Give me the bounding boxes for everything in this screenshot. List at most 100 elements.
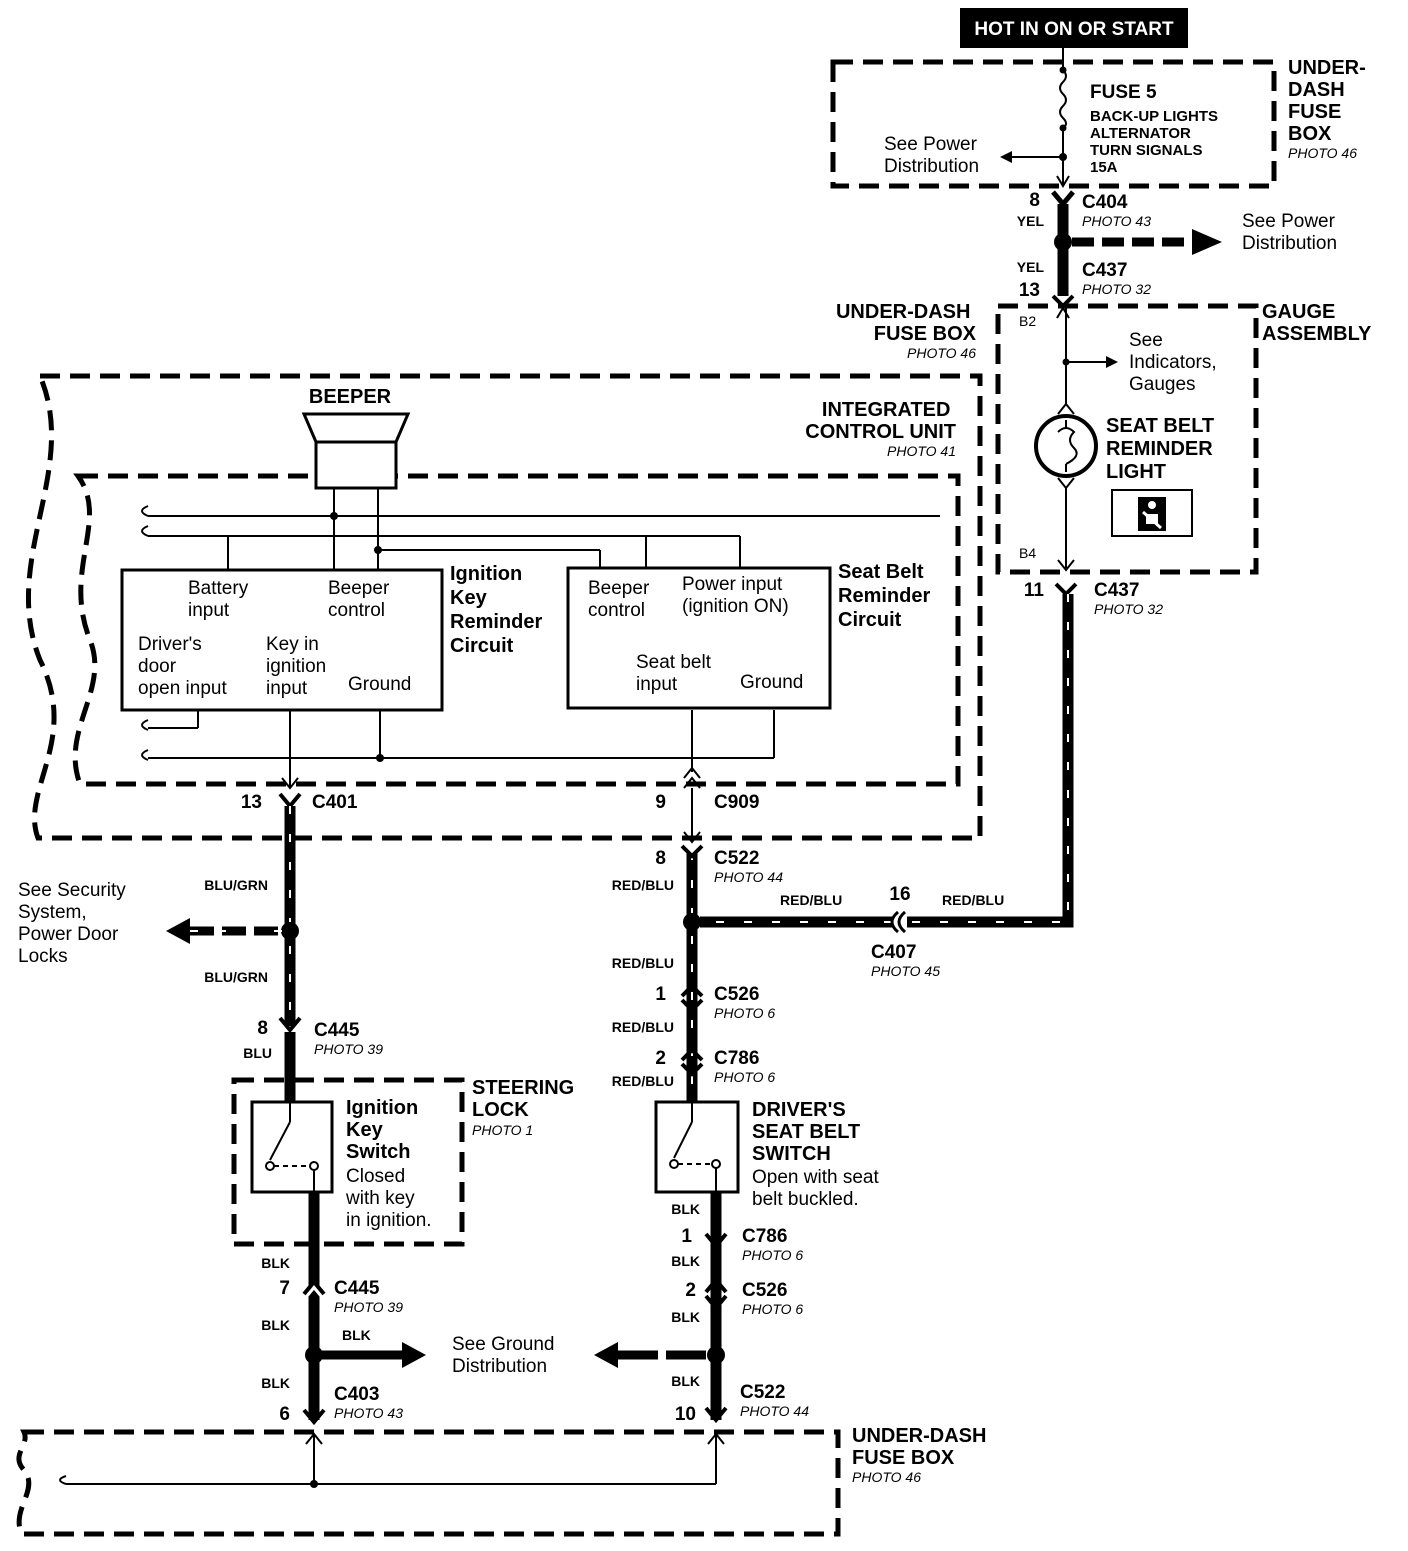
c522-bottom-connector xyxy=(704,1406,728,1424)
wire-color-blu-grn-b: BLU/GRN xyxy=(204,969,268,985)
sbr-seat-belt-input: Seat belt input xyxy=(636,652,716,695)
c522-bottom-pin: 10 xyxy=(675,1404,696,1425)
seat-belt-symbol-icon xyxy=(1111,489,1193,537)
c526-top-pin: 1 xyxy=(655,984,666,1005)
ground-arrow-right xyxy=(594,1342,618,1368)
wire-color-blu-grn-a: BLU/GRN xyxy=(204,877,268,893)
c445-bottom-photo: PHOTO 39 xyxy=(334,1299,403,1315)
steering-lock-outline xyxy=(231,1077,465,1247)
wire-color-red-blu-b: RED/BLU xyxy=(942,892,1004,908)
c909-pin: 9 xyxy=(655,792,666,813)
c445-bottom-pin: 7 xyxy=(279,1278,290,1299)
fuse-box-top-outline xyxy=(830,59,1277,189)
c445-bottom-connector xyxy=(302,1278,326,1296)
wire-color-red-blu-d: RED/BLU xyxy=(612,955,674,971)
ikr-door-open-input: Driver's door open input xyxy=(138,634,227,699)
c909-name: C909 xyxy=(714,792,759,813)
wire-color-blk-g: BLK xyxy=(671,1309,700,1325)
c407-name: C407 xyxy=(871,942,916,963)
c526-top-photo: PHOTO 6 xyxy=(714,1005,775,1021)
driver-seat-belt-switch-icon xyxy=(654,1100,740,1194)
see-power-distribution-a: See Power Distribution xyxy=(884,134,982,177)
see-indicators-gauges: See Indicators, Gauges xyxy=(1129,330,1222,395)
wire-red-blu-gauge xyxy=(700,594,1074,928)
wire-color-yel-a: YEL xyxy=(1017,213,1045,229)
c403-name: C403 xyxy=(334,1384,379,1405)
c445-bottom-name: C445 xyxy=(334,1278,380,1299)
steering-lock-label: STEERING LOCK xyxy=(472,1077,580,1121)
wire-color-red-blu-c: RED/BLU xyxy=(612,877,674,893)
wire-color-red-blu-a: RED/BLU xyxy=(780,892,842,908)
ignition-key-switch-icon xyxy=(250,1100,334,1194)
c526-bottom-photo: PHOTO 6 xyxy=(742,1301,803,1317)
wire-color-blk-f: BLK xyxy=(671,1253,700,1269)
c404-photo: PHOTO 43 xyxy=(1082,213,1151,229)
c786-bottom-name: C786 xyxy=(742,1226,787,1247)
ikr-key-in-ignition-input: Key in ignition input xyxy=(266,634,332,699)
wire-color-blk-b: BLK xyxy=(261,1317,290,1333)
c786-bottom-photo: PHOTO 6 xyxy=(742,1247,803,1263)
terminal-b2: B2 xyxy=(1019,313,1036,329)
seat-belt-reminder-circuit-label: Seat Belt Reminder Circuit xyxy=(838,561,936,631)
power-distribution-arrow xyxy=(1192,229,1222,255)
c404-name: C404 xyxy=(1082,192,1128,213)
wire-color-blk-a: BLK xyxy=(261,1255,290,1271)
hot-in-banner-text: HOT IN ON OR START xyxy=(974,19,1174,40)
wire-color-blk-d: BLK xyxy=(261,1375,290,1391)
c403-connector xyxy=(302,1408,326,1426)
ikr-beeper-control: Beeper control xyxy=(328,578,395,621)
c522-top-connector xyxy=(680,844,704,859)
sbr-ground: Ground xyxy=(740,672,803,693)
c786-top-photo: PHOTO 6 xyxy=(714,1069,775,1085)
c786-top-pin: 2 xyxy=(655,1048,666,1069)
gauge-assembly-outline xyxy=(995,303,1259,575)
ikr-battery-input: Battery input xyxy=(188,578,253,621)
c437-top-name: C437 xyxy=(1082,260,1127,281)
seat-belt-reminder-light-label: SEAT BELT REMINDER LIGHT xyxy=(1106,415,1220,483)
c437-bottom-photo: PHOTO 32 xyxy=(1094,601,1163,617)
driver-seat-belt-switch-note: Open with seat belt buckled. xyxy=(752,1167,884,1210)
c526-bottom-connector xyxy=(704,1294,728,1312)
c437-bottom-connector xyxy=(1054,582,1078,597)
ignition-key-reminder-box xyxy=(120,568,444,712)
see-security-system: See Security System, Power Door Locks xyxy=(18,880,131,967)
icu-internal-wiring xyxy=(148,488,940,788)
fuse-5-circuits: BACK-UP LIGHTS ALTERNATOR TURN SIGNALS 1… xyxy=(1090,108,1222,176)
c786-bottom-connector xyxy=(704,1232,728,1250)
splice-yel xyxy=(1054,233,1072,251)
fuse-box-bottom-outline xyxy=(16,1429,841,1537)
c526-bottom-pin: 2 xyxy=(685,1280,696,1301)
fuse-box-mid-photo: PHOTO 46 xyxy=(907,345,976,361)
c437-top-photo: PHOTO 32 xyxy=(1082,281,1151,297)
wire-color-blk-h: BLK xyxy=(671,1373,700,1389)
c522-bottom-name: C522 xyxy=(740,1382,785,1403)
c786-top-name: C786 xyxy=(714,1048,759,1069)
ignition-key-switch-label: Ignition Key Switch xyxy=(346,1097,424,1163)
fuse-box-mid-label: UNDER-DASH FUSE BOX xyxy=(836,301,977,345)
wire-color-blu: BLU xyxy=(243,1045,272,1061)
ignition-key-reminder-circuit-label: Ignition Key Reminder Circuit xyxy=(450,563,548,657)
seat-belt-bulb-icon xyxy=(1034,414,1098,478)
c445-top-pin: 8 xyxy=(257,1018,268,1039)
wire-color-blk-e: BLK xyxy=(671,1201,700,1217)
c522-bottom-photo: PHOTO 44 xyxy=(740,1403,809,1419)
splice-ground-left xyxy=(305,1346,323,1364)
c401-connector xyxy=(278,792,302,810)
splice-blu-grn xyxy=(281,922,299,940)
see-ground-distribution: See Ground Distribution xyxy=(452,1334,560,1377)
icu-outer-outline xyxy=(25,373,983,841)
sbr-beeper-control: Beeper control xyxy=(588,578,655,621)
c437-top-pin: 13 xyxy=(1019,280,1040,301)
c445-top-name: C445 xyxy=(314,1020,360,1041)
c437-bottom-pin: 11 xyxy=(1024,580,1045,601)
driver-seat-belt-switch-label: DRIVER'S SEAT BELT SWITCH xyxy=(752,1099,866,1165)
ground-arrow-left xyxy=(402,1342,426,1368)
fuse-box-top-label: UNDER- DASH FUSE BOX xyxy=(1288,57,1371,145)
c526-top-name: C526 xyxy=(714,984,759,1005)
c401-name: C401 xyxy=(312,792,358,813)
fuse-box-top-photo: PHOTO 46 xyxy=(1288,145,1357,161)
fuse-box-bottom-label: UNDER-DASH FUSE BOX xyxy=(852,1425,992,1469)
c909-connector xyxy=(683,776,701,789)
